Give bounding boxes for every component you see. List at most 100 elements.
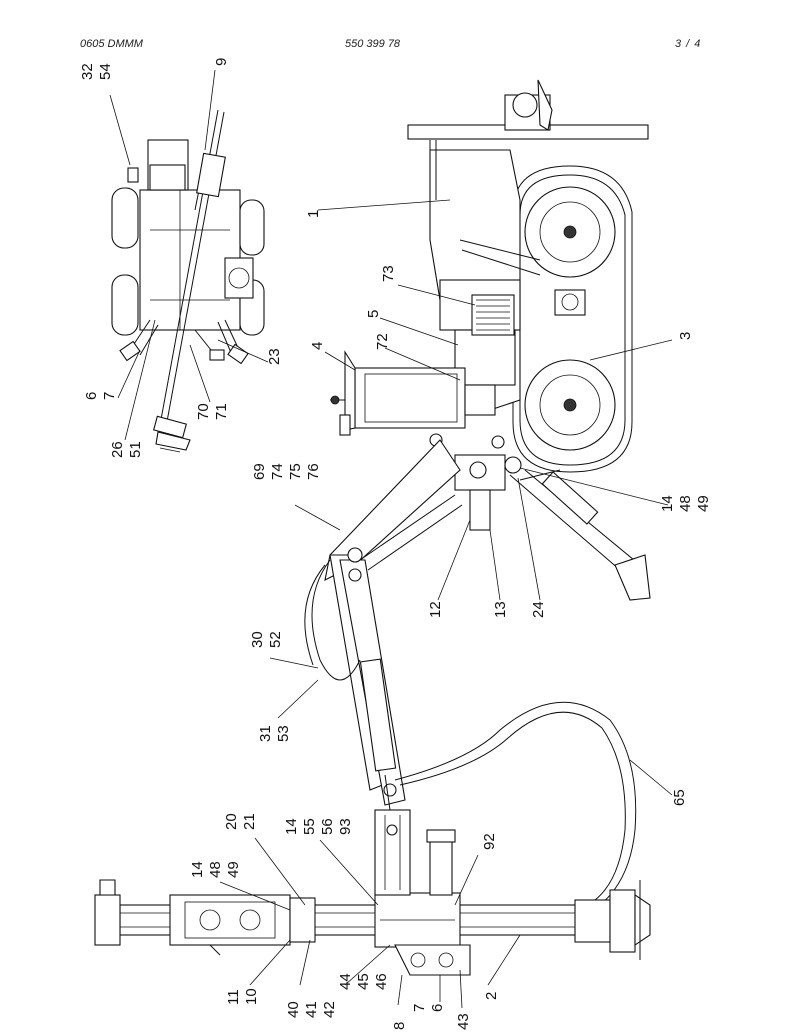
- svg-text:10: 10: [243, 988, 260, 1005]
- svg-text:7: 7: [411, 1004, 428, 1012]
- svg-text:76: 76: [305, 463, 322, 480]
- callout-44-45-46: 44 45 46: [337, 973, 390, 990]
- boom-pivot: [429, 433, 522, 531]
- svg-text:4: 4: [309, 342, 326, 350]
- crawler-track: [512, 165, 633, 473]
- svg-text:70: 70: [195, 403, 212, 420]
- svg-text:5: 5: [365, 310, 382, 318]
- svg-text:40: 40: [285, 1001, 302, 1018]
- svg-text:52: 52: [267, 631, 284, 648]
- svg-text:44: 44: [337, 973, 354, 990]
- svg-text:49: 49: [225, 861, 242, 878]
- callout-14-55-56-93: 14 55 56 93: [283, 818, 354, 835]
- svg-text:6: 6: [429, 1004, 446, 1012]
- rear-outrigger: [509, 469, 651, 601]
- svg-text:14: 14: [283, 818, 300, 835]
- part-number: 550 399 78: [345, 38, 401, 50]
- svg-text:49: 49: [695, 495, 712, 512]
- callout-labels: 32 54 9 1 73 5 72 4 3 23 6 7: [79, 58, 712, 1030]
- svg-text:26: 26: [109, 441, 126, 458]
- callout-2: 2: [483, 992, 500, 1000]
- leader-lines: [109, 69, 673, 1009]
- svg-text:12: 12: [427, 601, 444, 618]
- callout-30-52: 30 52: [249, 631, 284, 648]
- svg-text:45: 45: [355, 973, 372, 990]
- callout-4: 4: [309, 342, 326, 350]
- svg-text:24: 24: [530, 601, 547, 618]
- svg-text:92: 92: [481, 833, 498, 850]
- svg-text:54: 54: [97, 63, 114, 80]
- drill-mast: [94, 809, 651, 976]
- callout-26-51: 26 51: [109, 441, 144, 458]
- page-number: 3 / 4: [675, 38, 702, 50]
- chassis-body: [407, 79, 649, 411]
- svg-text:23: 23: [266, 348, 283, 365]
- svg-text:3: 3: [677, 332, 694, 340]
- svg-text:48: 48: [207, 861, 224, 878]
- svg-text:20: 20: [223, 813, 240, 830]
- svg-text:48: 48: [677, 495, 694, 512]
- svg-text:6: 6: [83, 392, 100, 400]
- callout-72: 72: [374, 333, 391, 350]
- main-boom: [324, 439, 463, 881]
- callout-65: 65: [671, 789, 688, 806]
- top-view-machine: [111, 109, 265, 453]
- document-code: 0605 DMMM: [80, 38, 143, 50]
- callout-92: 92: [481, 833, 498, 850]
- svg-text:1: 1: [305, 210, 322, 218]
- svg-text:32: 32: [79, 63, 96, 80]
- callout-20-21: 20 21: [223, 813, 258, 830]
- svg-text:73: 73: [380, 265, 397, 282]
- svg-text:51: 51: [127, 441, 144, 458]
- svg-text:56: 56: [319, 818, 336, 835]
- svg-text:31: 31: [257, 725, 274, 742]
- callout-7-6: 7 6: [411, 1004, 446, 1012]
- callout-70-71: 70 71: [195, 403, 230, 420]
- svg-text:53: 53: [275, 725, 292, 742]
- callout-24: 24: [530, 601, 547, 618]
- svg-text:2: 2: [483, 992, 500, 1000]
- callout-31-53: 31 53: [257, 725, 292, 742]
- svg-text:65: 65: [671, 789, 688, 806]
- svg-text:74: 74: [269, 463, 286, 480]
- cooler-grille: [471, 294, 515, 336]
- svg-text:42: 42: [321, 1001, 338, 1018]
- control-box: [330, 350, 496, 436]
- callout-73: 73: [380, 265, 397, 282]
- svg-text:11: 11: [225, 989, 242, 1005]
- callout-1: 1: [305, 210, 322, 218]
- callout-8: 8: [391, 1022, 408, 1030]
- svg-text:30: 30: [249, 631, 266, 648]
- svg-text:14: 14: [189, 861, 206, 878]
- svg-text:43: 43: [455, 1013, 472, 1030]
- svg-text:14: 14: [659, 495, 676, 512]
- callout-32-54: 32 54: [79, 63, 114, 80]
- svg-text:8: 8: [391, 1022, 408, 1030]
- callout-5: 5: [365, 310, 382, 318]
- callout-14-48-49-top: 14 48 49: [659, 495, 712, 512]
- svg-text:9: 9: [213, 58, 230, 66]
- callout-11-10: 11 10: [225, 988, 260, 1005]
- callout-69-74-75-76: 69 74 75 76: [251, 463, 322, 480]
- callout-23: 23: [266, 348, 283, 365]
- callout-3: 3: [677, 332, 694, 340]
- svg-text:41: 41: [303, 1001, 320, 1018]
- svg-text:75: 75: [287, 463, 304, 480]
- callout-43: 43: [455, 1013, 472, 1030]
- callout-13: 13: [492, 601, 509, 618]
- callout-12: 12: [427, 601, 444, 618]
- svg-text:69: 69: [251, 463, 268, 480]
- hydraulic-hose: [304, 559, 637, 906]
- callout-9: 9: [213, 58, 230, 66]
- svg-text:13: 13: [492, 601, 509, 618]
- svg-text:46: 46: [373, 973, 390, 990]
- svg-text:72: 72: [374, 333, 391, 350]
- svg-text:71: 71: [213, 403, 230, 420]
- svg-text:21: 21: [241, 813, 258, 830]
- callout-6-7: 6 7: [83, 392, 118, 400]
- svg-text:7: 7: [101, 392, 118, 400]
- svg-text:93: 93: [337, 818, 354, 835]
- svg-text:55: 55: [301, 818, 318, 835]
- callout-14-48-49-bottom: 14 48 49: [189, 861, 242, 878]
